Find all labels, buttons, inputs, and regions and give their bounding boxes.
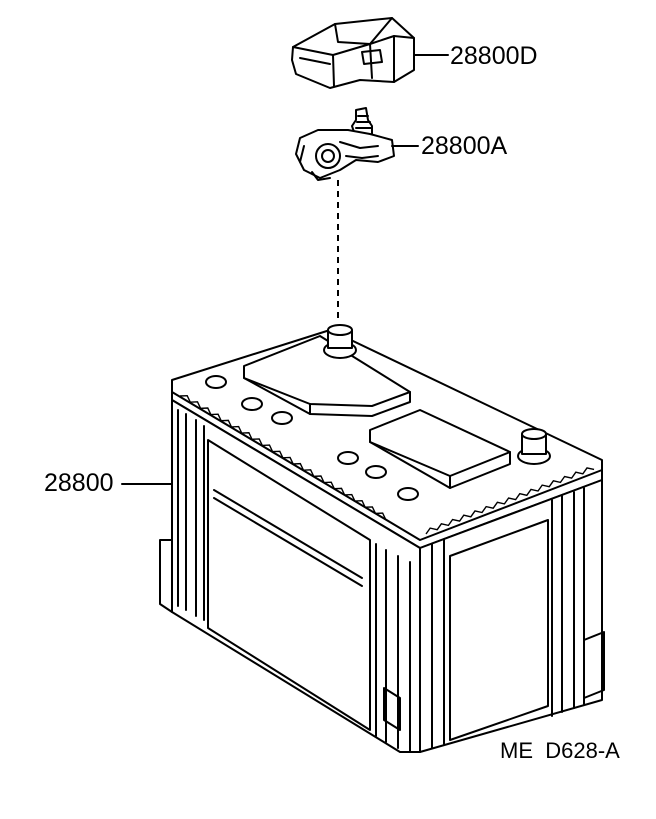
positive-terminal-post xyxy=(517,428,551,465)
vent-caps xyxy=(205,375,419,501)
cover-part-number: 28800D xyxy=(450,42,538,70)
terminal-cover-icon xyxy=(291,17,449,89)
battery-part-number: 28800 xyxy=(44,469,114,497)
figure-code: ME D628-A xyxy=(500,738,620,763)
negative-terminal-post xyxy=(323,324,357,359)
battery-icon xyxy=(159,324,605,753)
clamp-part-number: 28800A xyxy=(421,132,508,160)
terminal-clamp-icon xyxy=(295,107,419,181)
